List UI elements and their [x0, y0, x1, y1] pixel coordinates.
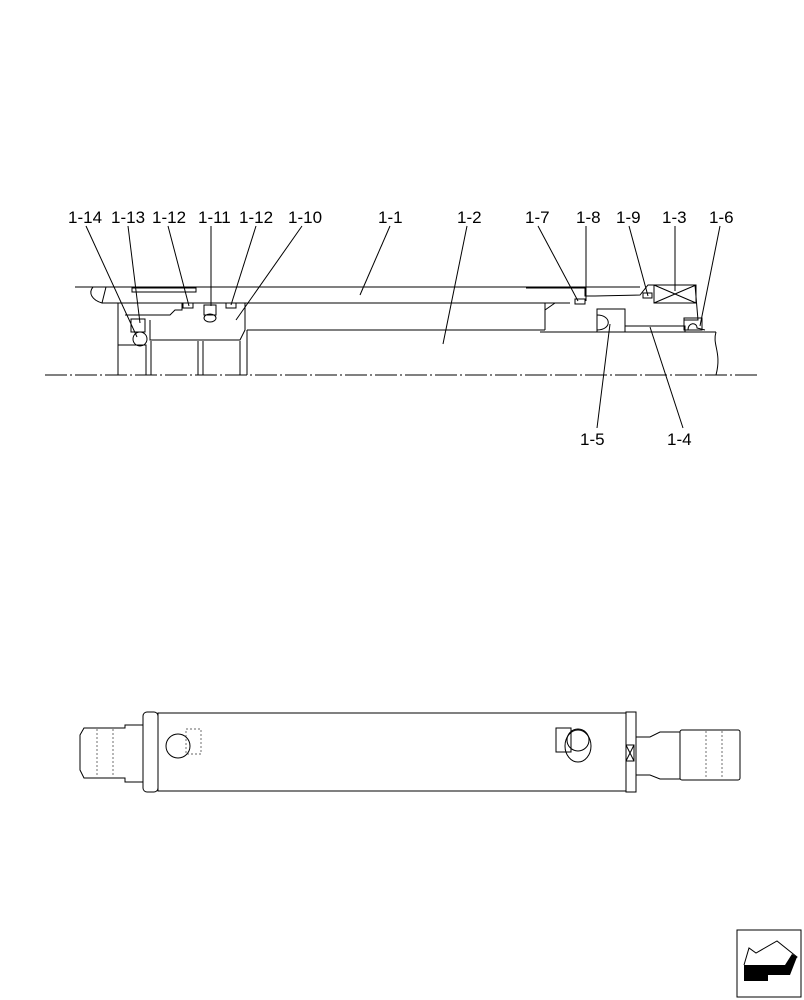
cap-plate: [131, 287, 197, 293]
head-body: [117, 303, 147, 375]
bushing-1-5: [596, 308, 626, 333]
bushing-cross: [653, 284, 697, 304]
wiper-1-6: [683, 317, 703, 331]
port-right: [566, 728, 590, 752]
head-step: [125, 303, 183, 316]
gland-outline: [526, 284, 699, 321]
clevis-left: [79, 724, 144, 783]
seal-1-13: [130, 318, 146, 333]
callout-1-1: 1-1: [378, 208, 403, 227]
gland-left: [544, 302, 556, 330]
callout-1-4: 1-4: [667, 430, 692, 449]
callout-1-11: 1-11: [198, 208, 231, 227]
callout-1-13: 1-13: [111, 208, 145, 227]
section-view: [45, 284, 758, 376]
oring-1-14: [132, 331, 148, 347]
seal-1-4: [624, 325, 686, 333]
port-left: [165, 733, 191, 759]
seal-1-11: [203, 313, 217, 323]
callout-1-6: 1-6: [709, 208, 734, 227]
callout-1-3: 1-3: [662, 208, 687, 227]
piston: [149, 303, 246, 341]
callout-1-5: 1-5: [580, 430, 605, 449]
ring-1-12b: [225, 302, 237, 309]
clevis-right: [679, 729, 741, 781]
callout-1-12: 1-12: [152, 208, 186, 227]
callout-1-7: 1-7: [525, 208, 550, 227]
head-end-cap: [142, 711, 159, 793]
rod-neck: [635, 731, 681, 780]
exterior-view: [79, 711, 741, 793]
callout-1-8: 1-8: [576, 208, 601, 227]
callout-1-14: 1-14: [68, 208, 102, 227]
callout-1-2: 1-2: [457, 208, 482, 227]
arrow-left-down-icon[interactable]: [736, 929, 802, 998]
leader-lines: [85, 225, 721, 429]
callout-labels: 1-14 1-13 1-12 1-11 1-12 1-10 1-1 1-2 1-…: [68, 208, 734, 449]
callout-1-12b: 1-12: [239, 208, 273, 227]
seal-1-5: [596, 314, 609, 331]
wiper-lip: [687, 323, 706, 331]
wear-ring-1-11: [203, 304, 217, 316]
oring-1-7: [574, 298, 586, 305]
callout-1-9: 1-9: [616, 208, 641, 227]
nut-lines: [150, 330, 248, 375]
callout-1-10: 1-10: [288, 208, 322, 227]
weld-bead: [90, 286, 107, 304]
rod-break: [714, 331, 719, 376]
